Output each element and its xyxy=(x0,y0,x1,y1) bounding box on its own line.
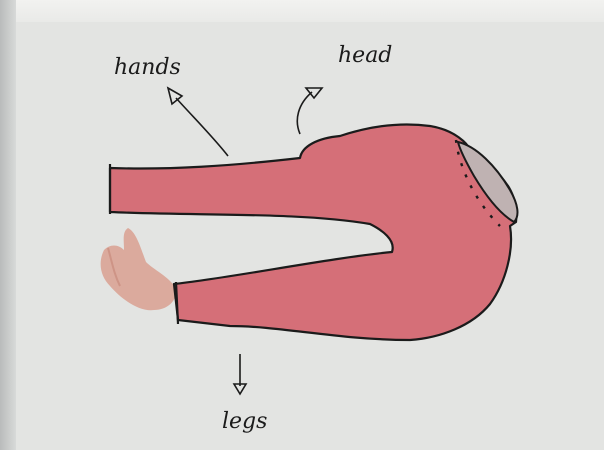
label-hands: hands xyxy=(114,55,181,80)
sweater-body xyxy=(110,124,516,340)
label-head: head xyxy=(338,43,392,68)
legs-arrow xyxy=(234,354,246,394)
hand-photo xyxy=(101,228,177,310)
head-arrow xyxy=(297,88,322,134)
label-legs: legs xyxy=(222,409,267,434)
hands-arrow xyxy=(168,88,228,156)
